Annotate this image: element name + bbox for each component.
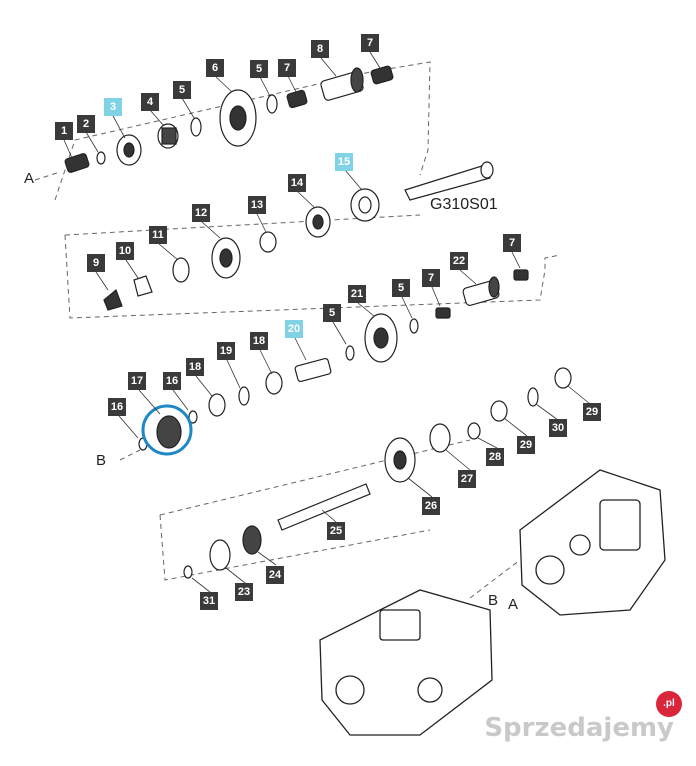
row3-parts [138, 269, 529, 451]
part-callout: 25 [327, 522, 345, 540]
part-callout: 26 [422, 497, 440, 515]
part-callout: 31 [200, 592, 218, 610]
watermark: Sprzedajemy [484, 713, 674, 743]
gearbox-housings [319, 469, 666, 736]
part-callout: 6 [206, 59, 224, 77]
part-callout: 22 [450, 252, 468, 270]
part-callout: 28 [486, 448, 504, 466]
part-callout: 11 [149, 226, 167, 244]
part-callout: 5 [392, 279, 410, 297]
part-callout: 29 [517, 436, 535, 454]
part-callout: 7 [503, 234, 521, 252]
part-callout: 10 [116, 242, 134, 260]
part-callout: 27 [458, 470, 476, 488]
part-callout: 23 [235, 583, 253, 601]
part-callout: 7 [422, 269, 440, 287]
housing-point-a-label: A [508, 596, 519, 613]
dashed-outlines [34, 61, 561, 599]
part-callout-highlighted: 15 [335, 153, 353, 171]
part-callout: 5 [250, 60, 268, 78]
part-callout: 19 [217, 342, 235, 360]
part-callout: 21 [348, 285, 366, 303]
part-callout: 8 [311, 40, 329, 58]
part-callout: 9 [87, 254, 105, 272]
part-callout: 14 [288, 174, 306, 192]
point-b-label: B [96, 452, 107, 469]
part-callout: 12 [192, 204, 210, 222]
part-callout-highlighted: 3 [104, 98, 122, 116]
part-callout: 1 [55, 122, 73, 140]
part-callout: 5 [173, 81, 191, 99]
part-callout: 30 [549, 419, 567, 437]
row4-parts [183, 367, 572, 579]
part-callout: 7 [361, 34, 379, 52]
part-callout: 16 [108, 398, 126, 416]
part-callout: 13 [248, 196, 266, 214]
part-callout: 2 [77, 115, 95, 133]
part-callout: 17 [128, 372, 146, 390]
part-callout: 5 [323, 304, 341, 322]
part-callout: 16 [163, 372, 181, 390]
watermark-badge: .pl [656, 691, 682, 717]
part-callout: 18 [250, 332, 268, 350]
shaft-upper [350, 161, 494, 222]
part-code: G310S01 [430, 196, 498, 213]
leader-lines [63, 51, 591, 593]
part-callout-highlighted: 20 [285, 320, 303, 338]
highlight-ring [141, 404, 193, 456]
part-callout: 24 [266, 566, 284, 584]
row2-parts [103, 206, 331, 311]
part-callout: 7 [278, 59, 296, 77]
housing-point-b-label: B [488, 592, 499, 609]
part-callout: 18 [186, 358, 204, 376]
part-callout: 4 [141, 93, 159, 111]
point-a-label: A [24, 170, 35, 187]
row1-parts [64, 65, 394, 173]
part-callout: 29 [583, 403, 601, 421]
